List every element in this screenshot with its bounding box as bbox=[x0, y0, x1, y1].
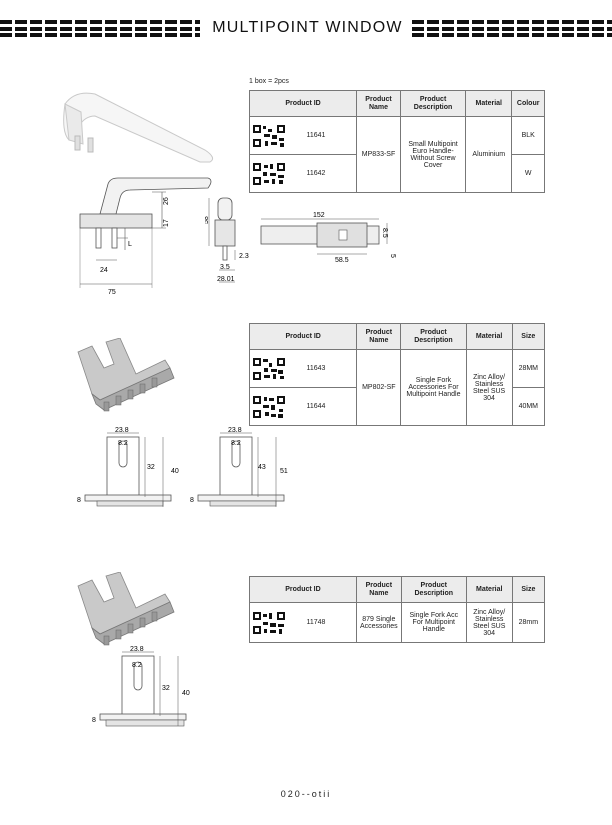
dim-5: 5 bbox=[389, 254, 396, 258]
dim-8-5: 8.5 bbox=[381, 228, 388, 238]
box-note: 1 box = 2pcs bbox=[249, 78, 289, 85]
dim-26: 26 bbox=[163, 197, 170, 205]
dim-152: 152 bbox=[313, 212, 325, 219]
dim-8: 8 bbox=[190, 497, 194, 504]
product-id: 11644 bbox=[306, 403, 326, 410]
dim-28-01: 28.01 bbox=[217, 276, 235, 283]
col-product-description: Product Description bbox=[399, 90, 467, 117]
dim-75: 75 bbox=[108, 289, 116, 296]
fork-accessory-image bbox=[77, 338, 175, 412]
qr-code-icon bbox=[252, 394, 286, 419]
fork-drawing-28mm: 23.8 8.2 32 40 8 bbox=[77, 427, 179, 507]
product-id: 11642 bbox=[306, 170, 326, 177]
spindle-drawing: 58 2.3 3.5 28.01 152 8.5 58.5 5 bbox=[205, 197, 396, 283]
col-product-description: Product Description bbox=[400, 576, 467, 603]
product-id-cell: 11642 bbox=[248, 154, 358, 193]
dim-17: 17 bbox=[163, 219, 170, 227]
dim-58: 58 bbox=[205, 216, 210, 224]
dim-32: 32 bbox=[147, 464, 155, 471]
col-size: Size bbox=[511, 323, 546, 350]
colour-value: W bbox=[511, 154, 545, 193]
header-dashes-right bbox=[412, 20, 612, 37]
product-id-cell: 11748 bbox=[249, 602, 357, 643]
dim-40: 40 bbox=[182, 690, 190, 697]
col-material: Material bbox=[465, 90, 513, 117]
col-product-id: Product ID bbox=[249, 576, 357, 603]
col-colour: Colour bbox=[511, 90, 545, 117]
qr-code-icon bbox=[252, 161, 286, 186]
product-id: 11643 bbox=[306, 365, 326, 372]
dim-32: 32 bbox=[162, 685, 170, 692]
qr-code-icon bbox=[252, 123, 286, 148]
col-product-name: Product Name bbox=[356, 323, 402, 350]
col-product-id: Product ID bbox=[248, 323, 358, 350]
dim-58-5: 58.5 bbox=[335, 257, 349, 264]
dim-l: L bbox=[128, 241, 132, 248]
product-name: MP802-SF bbox=[356, 349, 402, 426]
col-material: Material bbox=[465, 576, 513, 603]
product-description: Small Multipoint Euro Handle- Without Sc… bbox=[399, 116, 467, 193]
product-id-cell: 11644 bbox=[248, 387, 358, 426]
fork-drawing-single: 23.8 8.2 32 40 8 bbox=[92, 646, 190, 727]
dim-3-5: 3.5 bbox=[220, 264, 230, 271]
dim-8-2: 8.2 bbox=[231, 440, 241, 447]
dim-23-8: 23.8 bbox=[228, 427, 242, 434]
col-size: Size bbox=[511, 576, 546, 603]
material: Aluminium bbox=[465, 116, 513, 193]
dim-8-2: 8.2 bbox=[118, 440, 128, 447]
col-product-description: Product Description bbox=[400, 323, 467, 350]
product-table-3: Product ID Product Name Product Descript… bbox=[249, 576, 546, 643]
dim-23-8: 23.8 bbox=[130, 646, 144, 653]
qr-code-icon bbox=[252, 610, 286, 635]
product-id-cell: 11643 bbox=[248, 349, 358, 388]
product-table-1: Product ID Product Name Product Descript… bbox=[248, 90, 545, 193]
fork-drawing-40mm: 23.8 8.2 43 51 8 bbox=[190, 427, 288, 507]
dim-8-2: 8.2 bbox=[132, 662, 142, 669]
col-product-name: Product Name bbox=[356, 90, 401, 117]
product-name: 879 Single Accessories bbox=[355, 602, 402, 643]
material: Zinc Alloy/ Stainless Steel SUS 304 bbox=[465, 349, 513, 426]
dim-8: 8 bbox=[77, 497, 81, 504]
product-name: MP833-SF bbox=[356, 116, 401, 193]
dim-2-3: 2.3 bbox=[239, 253, 249, 260]
product-id: 11748 bbox=[306, 619, 326, 626]
col-product-name: Product Name bbox=[355, 576, 402, 603]
dim-51: 51 bbox=[280, 468, 288, 475]
product-id: 11641 bbox=[306, 132, 326, 139]
dim-8: 8 bbox=[92, 717, 96, 724]
col-material: Material bbox=[465, 323, 513, 350]
header-dashes-left bbox=[0, 20, 200, 37]
page-title: MULTIPOINT WINDOW bbox=[212, 19, 403, 36]
fork-accessory-image bbox=[77, 572, 175, 646]
qr-code-icon bbox=[252, 356, 286, 381]
product-table-2: Product ID Product Name Product Descript… bbox=[248, 323, 546, 426]
col-product-id: Product ID bbox=[248, 90, 358, 117]
dim-23-8: 23.8 bbox=[115, 427, 129, 434]
product-description: Single Fork Acc For Multipoint Handle bbox=[400, 602, 467, 643]
size-value: 28mm bbox=[511, 602, 546, 643]
page-number: 020--otii bbox=[280, 789, 332, 799]
product-id-cell: 11641 bbox=[248, 116, 358, 155]
material: Zinc Alloy/ Stainless Steel SUS 304 bbox=[465, 602, 513, 643]
dim-24: 24 bbox=[100, 267, 108, 274]
size-value: 40MM bbox=[511, 387, 546, 426]
handle-side-drawing: 26 17 L 24 75 bbox=[79, 177, 212, 296]
size-value: 28MM bbox=[511, 349, 546, 388]
dim-43: 43 bbox=[258, 464, 266, 471]
dim-40: 40 bbox=[171, 468, 179, 475]
colour-value: BLK bbox=[511, 116, 545, 155]
product-description: Single Fork Accessories For Multipoint H… bbox=[400, 349, 467, 426]
euro-handle-image bbox=[63, 92, 214, 163]
